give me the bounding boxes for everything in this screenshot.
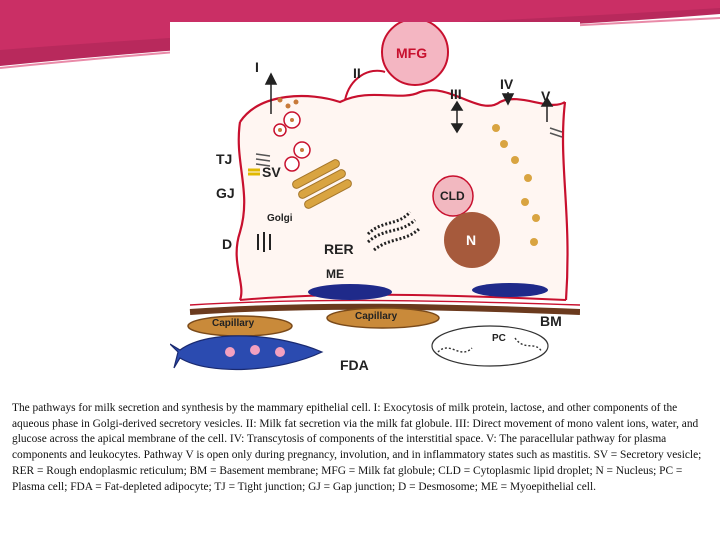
fda-label: FDA bbox=[340, 357, 369, 373]
mfg-label: MFG bbox=[396, 45, 428, 61]
cytoplasmic-lipid-droplet bbox=[432, 175, 474, 217]
plasma-cell bbox=[431, 325, 549, 367]
mammary-cell-diagram: MFG I II III IV V TJ SV GJ Golgi CLD D R… bbox=[169, 18, 581, 392]
tj-label: TJ bbox=[216, 151, 233, 167]
rough-er bbox=[366, 210, 422, 252]
nucleus-label: N bbox=[466, 232, 477, 248]
capillary-label-1: Capillary bbox=[212, 318, 255, 329]
pathway-1-label: I bbox=[255, 59, 259, 75]
basement-membrane bbox=[189, 303, 581, 315]
nucleus bbox=[444, 212, 500, 268]
golgi-label: Golgi bbox=[267, 213, 293, 224]
d-label: D bbox=[222, 236, 233, 252]
desmosome bbox=[257, 232, 271, 252]
pathway-1-arrow bbox=[264, 72, 278, 114]
capillary-label-2: Capillary bbox=[355, 311, 398, 322]
myoepithelial-cell bbox=[472, 283, 548, 297]
lateral-membrane-left bbox=[235, 121, 246, 301]
gj-label: GJ bbox=[216, 185, 235, 201]
me-label: ME bbox=[326, 267, 344, 281]
pathway-3-arrow bbox=[450, 100, 464, 134]
transcytosis-vesicles bbox=[492, 124, 540, 246]
diagram-svg bbox=[169, 18, 581, 392]
secretory-vesicles bbox=[273, 111, 311, 172]
lateral-membrane-right bbox=[561, 101, 569, 301]
golgi-apparatus bbox=[292, 159, 352, 209]
cld-label: CLD bbox=[440, 189, 465, 203]
figure-caption: The pathways for milk secretion and synt… bbox=[12, 402, 702, 493]
fat-depleted-adipocyte bbox=[169, 335, 324, 371]
apical-membrane bbox=[239, 89, 566, 123]
pc-label: PC bbox=[492, 333, 506, 344]
tight-junction bbox=[255, 127, 563, 167]
capillary bbox=[326, 307, 440, 329]
sv-label: SV bbox=[262, 164, 281, 180]
gap-junction bbox=[248, 168, 260, 176]
pathway-5-arrow bbox=[540, 96, 554, 122]
myoepithelial-cell bbox=[308, 284, 392, 300]
rer-label: RER bbox=[324, 241, 354, 257]
pathway-5-label: V bbox=[541, 88, 551, 104]
pathway-2-label: II bbox=[353, 65, 361, 81]
pathway-4-arrow bbox=[501, 92, 515, 106]
pathway-4-label: IV bbox=[500, 76, 514, 92]
bm-label: BM bbox=[540, 313, 562, 329]
pathway-3-label: III bbox=[450, 86, 462, 102]
